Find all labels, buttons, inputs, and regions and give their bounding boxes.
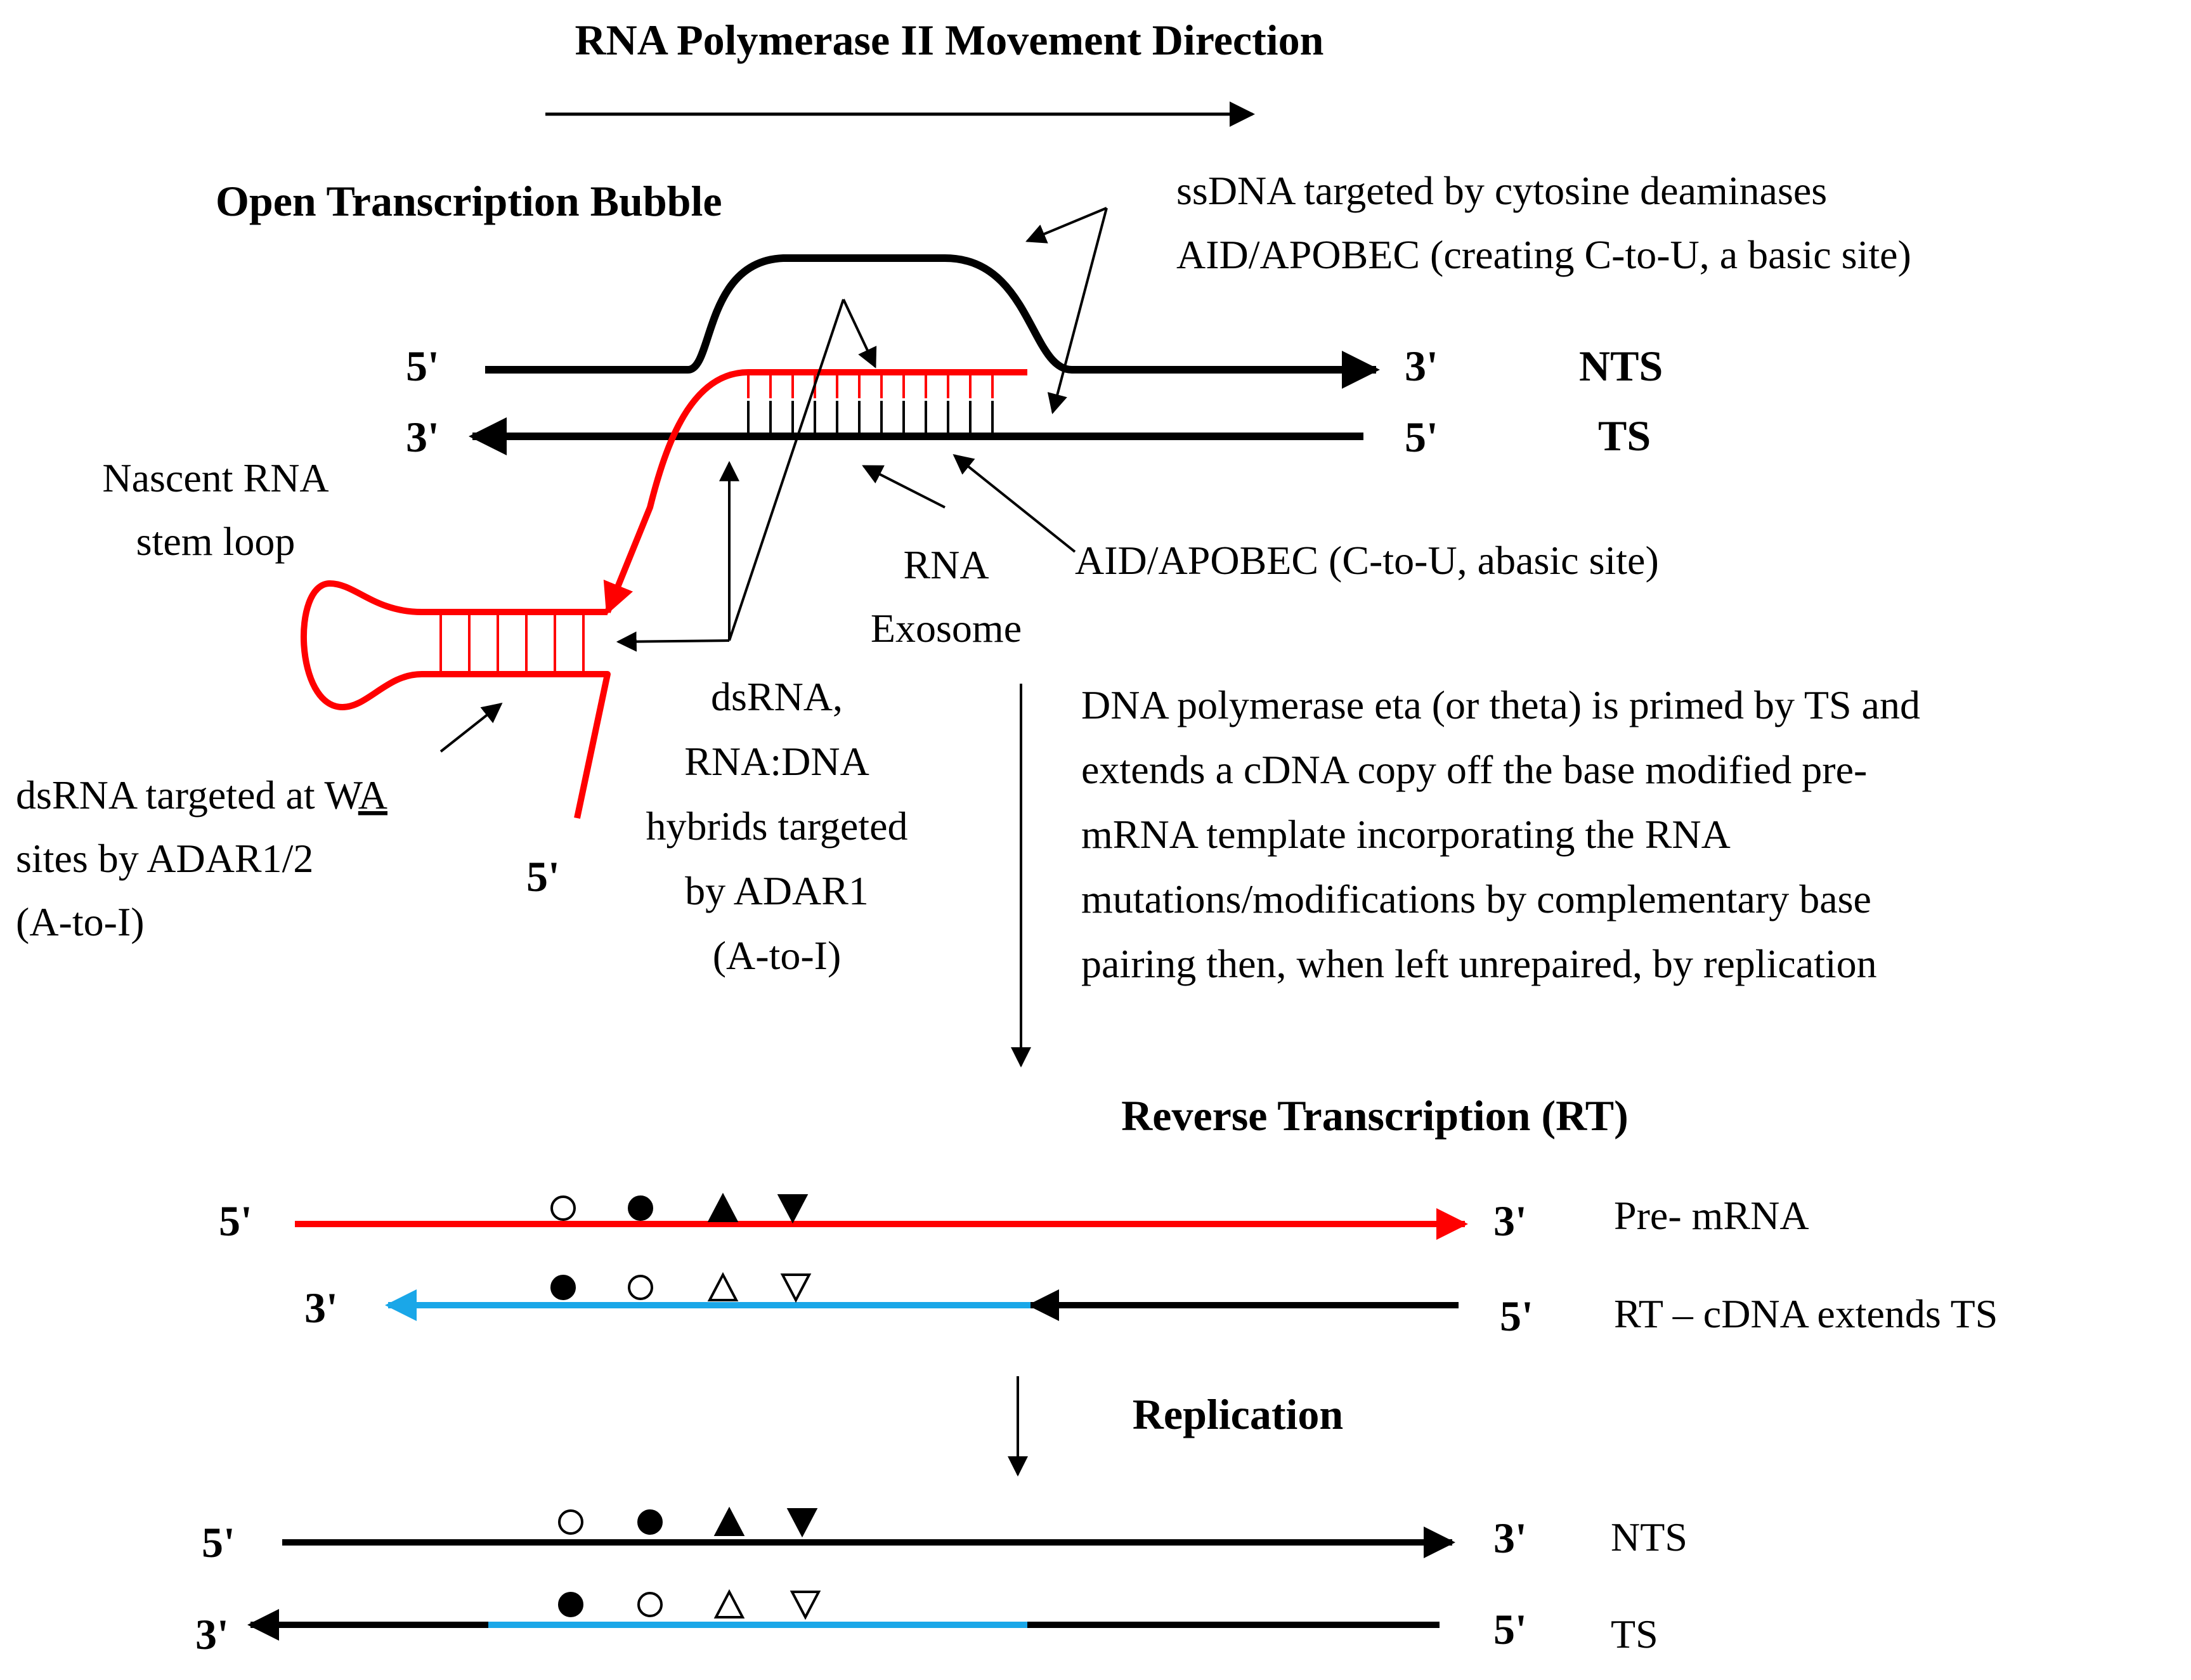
dsrna-hybrid-line4: by ADAR1 bbox=[685, 868, 869, 913]
polymerase-line: pairing then, when left unrepaired, by r… bbox=[1081, 941, 1877, 986]
open-circle-symbol bbox=[628, 1275, 653, 1300]
polymerase-line: mRNA template incorporating the RNA bbox=[1081, 812, 1731, 857]
rna-5prime: 5' bbox=[526, 852, 560, 901]
filled-circle-symbol bbox=[637, 1509, 663, 1535]
replication-ts-5prime: 5' bbox=[1493, 1605, 1527, 1653]
open-circle-symbol bbox=[550, 1195, 576, 1221]
cdna-3prime: 3' bbox=[304, 1284, 338, 1332]
dsrna-wa-line1: dsRNA targeted at WA bbox=[16, 772, 387, 817]
aid-apobec-label: AID/APOBEC (C-to-U, abasic site) bbox=[1075, 538, 1659, 583]
ts-label: TS bbox=[1598, 412, 1651, 460]
ssdna-arrow-bubble-right bbox=[1047, 207, 1108, 415]
nts-5prime: 5' bbox=[406, 342, 439, 390]
nts-strand-bubble bbox=[485, 254, 1380, 389]
premrna-modification-symbols bbox=[550, 1192, 809, 1224]
polymerase-line: mutations/modifications by complementary… bbox=[1081, 876, 1871, 921]
dsrna-hybrid-line3: hybrids targeted bbox=[646, 804, 908, 849]
ssdna-arrow-bubble-top bbox=[1025, 207, 1107, 244]
ssdna-label-line1: ssDNA targeted by cytosine deaminases bbox=[1176, 168, 1827, 213]
open-triangle-up-symbol bbox=[713, 1589, 745, 1618]
rt-title: Reverse Transcription (RT) bbox=[1121, 1091, 1629, 1140]
polymerase-line: DNA polymerase eta (or theta) is primed … bbox=[1081, 682, 1920, 727]
ts-3prime: 3' bbox=[406, 413, 439, 461]
filled-triangle-down-symbol bbox=[786, 1508, 818, 1538]
nascent-rna-line2: stem loop bbox=[136, 519, 296, 564]
rna-exosome-line1: RNA bbox=[903, 542, 989, 587]
nascent-rna-line1: Nascent RNA bbox=[102, 455, 328, 500]
ts-5prime: 5' bbox=[1405, 413, 1438, 461]
premrna-5prime: 5' bbox=[219, 1197, 252, 1245]
hybrid-arrow-left bbox=[616, 631, 730, 652]
dsrna-hybrid-line1: dsRNA, bbox=[711, 674, 843, 719]
polymerase-line: extends a cDNA copy off the base modifie… bbox=[1081, 747, 1867, 792]
dsrna-wa-line3: (A-to-I) bbox=[16, 899, 145, 944]
replication-nts-3prime: 3' bbox=[1493, 1514, 1527, 1562]
filled-triangle-down-symbol bbox=[777, 1194, 809, 1224]
hybrid-arrow-rna bbox=[842, 299, 877, 368]
nascent-rna-hybrid-strand bbox=[603, 369, 1027, 615]
replication-ts-label: TS bbox=[1611, 1612, 1658, 1657]
dsrna-hybrid-line5: (A-to-I) bbox=[713, 933, 842, 978]
filled-triangle-up-symbol bbox=[713, 1506, 745, 1536]
dsrna-wa-line2: sites by ADAR1/2 bbox=[16, 836, 313, 881]
open-triangle-up-symbol bbox=[707, 1272, 739, 1301]
replication-ts-modification-symbols bbox=[558, 1589, 821, 1620]
nascent-rna-stem-loop bbox=[301, 580, 611, 819]
open-triangle-down-symbol bbox=[780, 1273, 812, 1303]
open-triangle-down-symbol bbox=[790, 1591, 821, 1620]
premrna-label: Pre- mRNA bbox=[1614, 1193, 1809, 1238]
replication-nts-modification-symbols bbox=[558, 1506, 818, 1538]
replication-ts-3prime: 3' bbox=[195, 1610, 229, 1658]
ssdna-label-line2: AID/APOBEC (creating C-to-U, a basic sit… bbox=[1176, 232, 1911, 277]
dsrna-wa-arrow bbox=[439, 703, 503, 753]
aid-apobec-arrow bbox=[952, 454, 1076, 553]
filled-circle-symbol bbox=[558, 1592, 583, 1617]
replication-nts-label: NTS bbox=[1611, 1514, 1687, 1560]
filled-triangle-up-symbol bbox=[707, 1192, 739, 1222]
rna-dna-hybrid-base-pairs bbox=[747, 375, 994, 433]
dsrna-hybrid-line2: RNA:DNA bbox=[684, 739, 869, 784]
bubble-title: Open Transcription Bubble bbox=[216, 177, 722, 225]
exosome-arrow bbox=[862, 465, 946, 509]
open-circle-symbol bbox=[637, 1592, 663, 1617]
replication-nts-5prime: 5' bbox=[202, 1518, 235, 1566]
polymerase-description: DNA polymerase eta (or theta) is primed … bbox=[1081, 682, 1920, 986]
hybrid-arrow-stem bbox=[728, 299, 845, 641]
premrna-3prime: 3' bbox=[1493, 1197, 1527, 1245]
nts-3prime: 3' bbox=[1405, 342, 1438, 390]
rna-exosome-line2: Exosome bbox=[871, 606, 1022, 651]
replication-title: Replication bbox=[1133, 1390, 1343, 1438]
filled-circle-symbol bbox=[550, 1275, 576, 1300]
movement-title: RNA Polymerase II Movement Direction bbox=[575, 16, 1324, 64]
nts-label: NTS bbox=[1579, 342, 1663, 390]
filled-circle-symbol bbox=[628, 1195, 653, 1221]
open-circle-symbol bbox=[558, 1509, 583, 1535]
cdna-modification-symbols bbox=[550, 1272, 812, 1303]
cdna-5prime: 5' bbox=[1500, 1292, 1533, 1340]
cdna-label: RT – cDNA extends TS bbox=[1614, 1291, 1998, 1336]
stem-loop-base-pairs bbox=[439, 612, 585, 674]
